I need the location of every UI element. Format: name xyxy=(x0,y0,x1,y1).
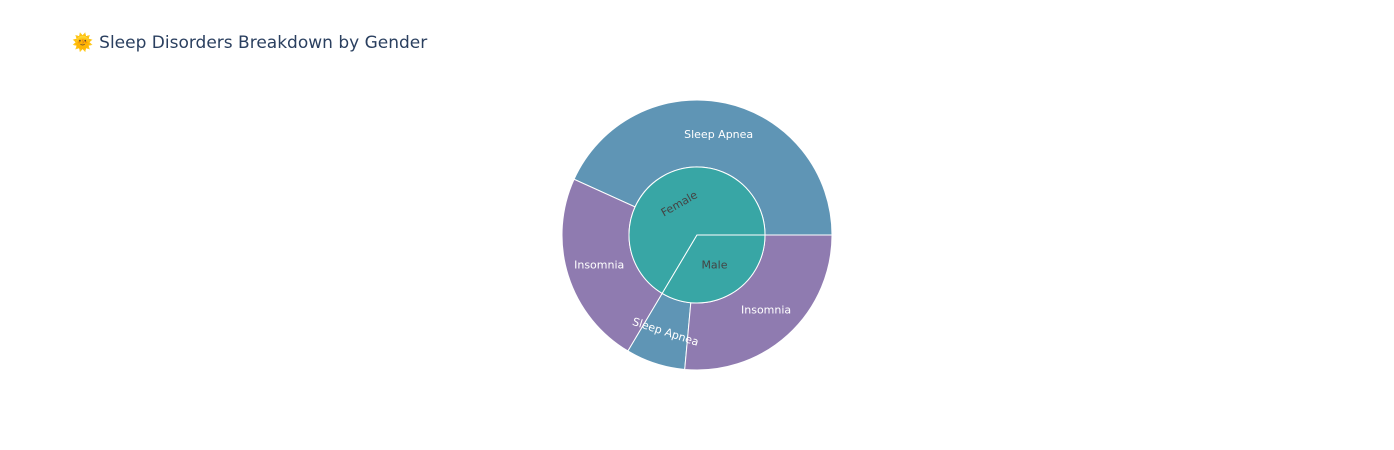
label-male: Male xyxy=(701,259,727,272)
segment-male[interactable] xyxy=(661,234,766,304)
label-female-insomnia: Insomnia xyxy=(574,259,624,272)
segment-female[interactable] xyxy=(628,166,766,295)
chart-title-text: Sleep Disorders Breakdown by Gender xyxy=(99,33,428,53)
chart-title: 🌞Sleep Disorders Breakdown by Gender xyxy=(72,33,427,53)
label-male-insomnia: Insomnia xyxy=(741,304,791,317)
gender-ring xyxy=(628,166,766,304)
label-female-sleep-apnea: Sleep Apnea xyxy=(684,128,753,141)
sun-emoji-icon: 🌞 xyxy=(72,33,94,53)
